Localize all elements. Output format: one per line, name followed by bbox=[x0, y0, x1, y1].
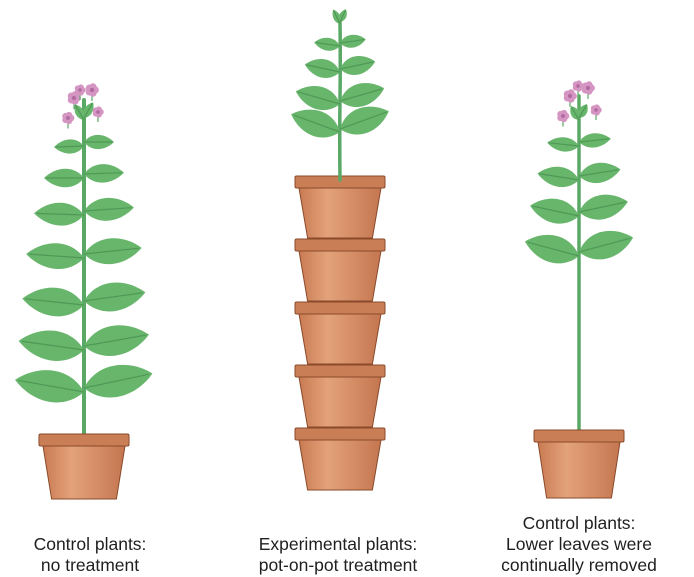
leaf bbox=[83, 235, 143, 267]
leaf bbox=[576, 190, 630, 224]
caption-line: Control plants: bbox=[0, 534, 205, 555]
stem bbox=[84, 100, 85, 438]
leaf bbox=[521, 228, 582, 269]
flower-pot bbox=[39, 434, 129, 499]
leaf bbox=[293, 80, 344, 115]
caption-line: Control plants: bbox=[464, 513, 694, 534]
caption-line: pot-on-pot treatment bbox=[223, 555, 453, 576]
leaf bbox=[546, 136, 579, 154]
leaf bbox=[578, 132, 611, 150]
flower bbox=[582, 81, 595, 99]
flower-pot bbox=[295, 239, 385, 301]
flower bbox=[564, 89, 577, 107]
leaf bbox=[84, 163, 125, 183]
leaf bbox=[313, 36, 341, 52]
caption-line: continually removed bbox=[464, 555, 694, 576]
leaf bbox=[575, 224, 636, 265]
caption-line: no treatment bbox=[0, 555, 205, 576]
leaf bbox=[81, 320, 151, 361]
leaf bbox=[338, 52, 377, 78]
leaf bbox=[25, 241, 85, 271]
flower-pot bbox=[295, 176, 385, 238]
leaf bbox=[83, 196, 134, 222]
leaf bbox=[34, 202, 85, 227]
leaf bbox=[54, 139, 84, 154]
stem bbox=[579, 96, 580, 434]
leaf bbox=[339, 33, 367, 49]
flower-pot bbox=[534, 430, 624, 498]
leaf bbox=[536, 164, 581, 190]
flower-pot bbox=[295, 365, 385, 427]
plant-2 bbox=[287, 8, 394, 490]
caption-experimental: Experimental plants: pot-on-pot treatmen… bbox=[223, 534, 453, 576]
leaf bbox=[577, 160, 622, 186]
leaf bbox=[337, 77, 388, 112]
leaf bbox=[81, 358, 156, 403]
leaf bbox=[303, 55, 342, 81]
flower bbox=[591, 104, 602, 120]
leaf bbox=[21, 284, 86, 319]
caption-control-no-treatment: Control plants: no treatment bbox=[0, 534, 205, 576]
leaf bbox=[44, 169, 84, 188]
flower bbox=[86, 83, 99, 101]
flower bbox=[557, 110, 569, 127]
plant-3 bbox=[521, 80, 636, 498]
caption-line: Lower leaves were bbox=[464, 534, 694, 555]
leaf bbox=[84, 135, 114, 149]
stem bbox=[340, 20, 341, 180]
flower-pot bbox=[295, 428, 385, 490]
plant-1 bbox=[12, 83, 155, 499]
leaf bbox=[528, 194, 582, 228]
leaf bbox=[12, 364, 86, 407]
caption-line: Experimental plants: bbox=[223, 534, 453, 555]
caption-control-leaves-removed: Control plants: Lower leaves were contin… bbox=[464, 513, 694, 576]
flower bbox=[93, 106, 104, 122]
leaf bbox=[17, 326, 87, 365]
flower-pot bbox=[295, 302, 385, 364]
leaf bbox=[82, 278, 147, 315]
flower bbox=[62, 112, 74, 129]
